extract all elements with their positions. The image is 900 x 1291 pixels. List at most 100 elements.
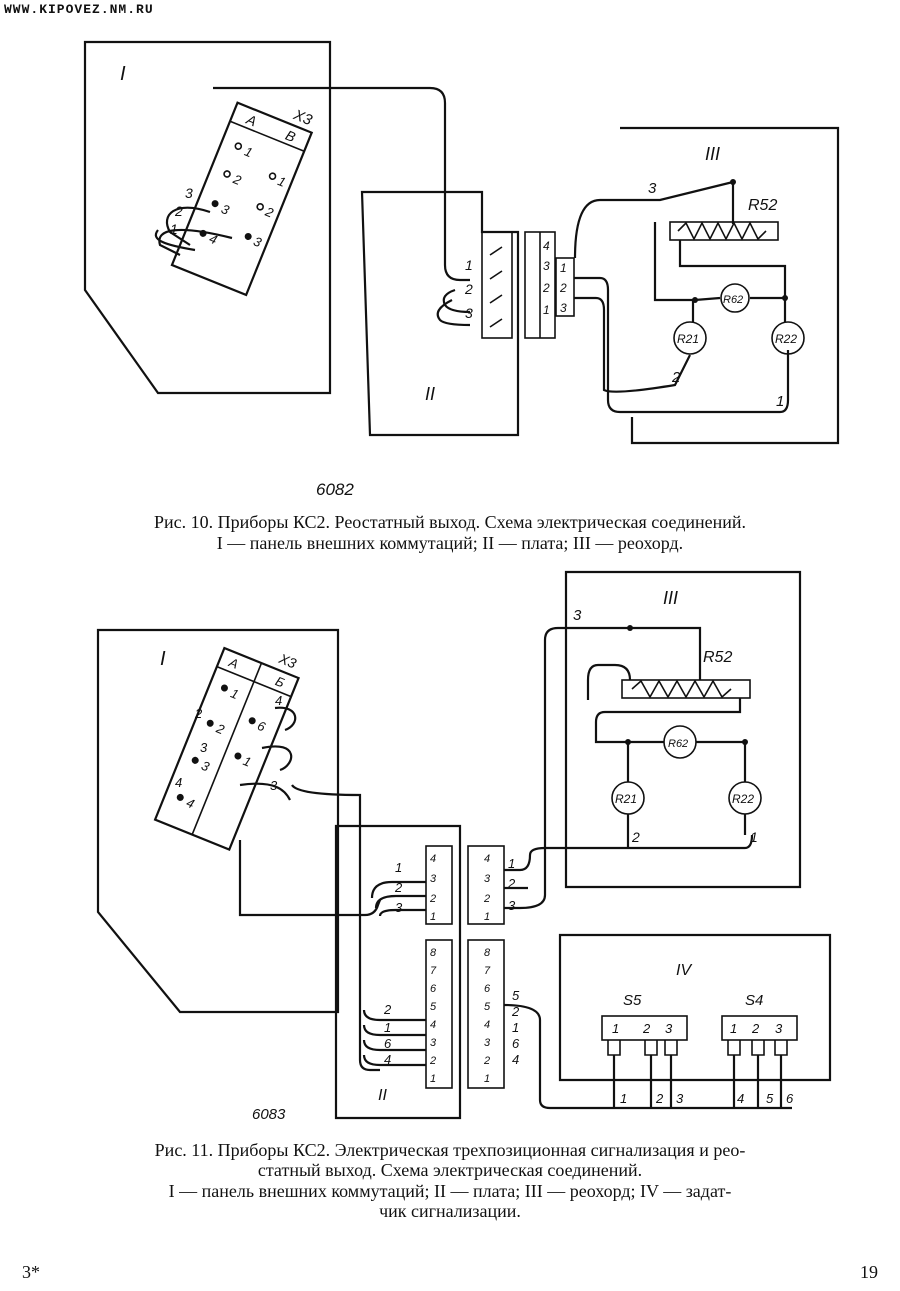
- svg-text:3: 3: [219, 201, 232, 218]
- svg-text:X3: X3: [290, 106, 315, 129]
- svg-text:2: 2: [394, 880, 403, 895]
- svg-text:7: 7: [484, 965, 491, 977]
- svg-text:3: 3: [270, 778, 278, 793]
- svg-text:5: 5: [484, 1001, 491, 1013]
- figure-11-diagram: I X3 А Б 1 2 3 4 6 1 2 3 4 4 3 II: [96, 570, 832, 1120]
- svg-text:3: 3: [484, 1037, 491, 1049]
- svg-text:5: 5: [430, 1001, 437, 1013]
- fig11-caption-line3: I — панель внешних коммутаций; II — плат…: [168, 1181, 732, 1201]
- svg-text:2: 2: [751, 1021, 760, 1036]
- fig10-connector-x3: X3 А В 1 2 3 4 1 2 3: [170, 101, 315, 297]
- fig11-setter-outline: [558, 933, 832, 1082]
- svg-text:1: 1: [430, 911, 436, 923]
- svg-text:R62: R62: [668, 738, 688, 750]
- svg-text:А: А: [226, 654, 241, 672]
- svg-text:1: 1: [395, 860, 402, 875]
- fig10-r52: [669, 221, 779, 241]
- svg-text:2: 2: [507, 876, 516, 891]
- fig11-rheochord-label: III: [663, 588, 678, 608]
- svg-text:R52: R52: [703, 649, 732, 666]
- svg-text:4: 4: [484, 853, 490, 865]
- svg-text:2: 2: [511, 1004, 520, 1019]
- svg-text:1: 1: [170, 221, 178, 237]
- svg-text:R21: R21: [677, 332, 699, 346]
- svg-text:4: 4: [512, 1052, 519, 1067]
- svg-text:4: 4: [543, 239, 550, 253]
- signature-mark: 3*: [22, 1262, 40, 1282]
- svg-text:2: 2: [464, 281, 473, 297]
- svg-text:2: 2: [230, 171, 244, 188]
- fig11-caption-line2: статный выход. Схема электрическая соеди…: [257, 1160, 643, 1180]
- page-number: 19: [860, 1262, 878, 1282]
- fig10-board-connector: [481, 231, 513, 339]
- fig11-caption-line4: чик сигнализации.: [379, 1201, 521, 1221]
- svg-text:4: 4: [175, 775, 182, 790]
- svg-text:А: А: [243, 111, 259, 130]
- svg-text:6: 6: [512, 1036, 520, 1051]
- svg-text:4: 4: [275, 693, 282, 708]
- svg-text:3: 3: [465, 305, 473, 321]
- fig11-panel-label: I: [160, 648, 166, 670]
- svg-text:3: 3: [185, 185, 193, 201]
- svg-text:2: 2: [383, 1002, 392, 1017]
- svg-text:2: 2: [213, 720, 227, 737]
- svg-text:6: 6: [430, 983, 437, 995]
- svg-text:В: В: [283, 127, 298, 145]
- svg-text:3: 3: [430, 873, 437, 885]
- svg-text:4: 4: [184, 795, 196, 812]
- svg-text:1: 1: [484, 1073, 490, 1085]
- svg-text:6: 6: [384, 1036, 392, 1051]
- svg-text:Б: Б: [273, 673, 287, 690]
- svg-text:1: 1: [508, 856, 515, 871]
- svg-text:1: 1: [384, 1020, 391, 1035]
- fig11-number: 6083: [252, 1106, 286, 1123]
- svg-text:2: 2: [483, 1055, 490, 1067]
- svg-text:3: 3: [200, 740, 208, 755]
- svg-text:1: 1: [228, 685, 240, 702]
- fig11-board-strip-top: [425, 845, 453, 925]
- svg-text:4: 4: [384, 1052, 391, 1067]
- fig10-link-wire: [213, 86, 470, 282]
- fig10-r21: [673, 321, 707, 355]
- svg-text:5: 5: [512, 988, 520, 1003]
- svg-text:6: 6: [786, 1091, 794, 1106]
- svg-text:4: 4: [430, 1019, 436, 1031]
- fig11-connector-x3: X3 А Б 1 2 3 4 6 1: [153, 646, 300, 852]
- fig11-panel-outline: [96, 628, 340, 1014]
- svg-text:3: 3: [775, 1021, 783, 1036]
- svg-text:2: 2: [429, 1055, 436, 1067]
- svg-text:3: 3: [508, 898, 516, 913]
- svg-text:3: 3: [199, 758, 212, 775]
- svg-text:4: 4: [430, 853, 436, 865]
- svg-text:4: 4: [737, 1091, 744, 1106]
- svg-text:2: 2: [559, 281, 567, 295]
- svg-text:2: 2: [174, 203, 183, 219]
- svg-text:1: 1: [276, 173, 288, 190]
- svg-text:1: 1: [730, 1021, 737, 1036]
- svg-text:6: 6: [255, 718, 268, 735]
- fig10-panel-label: I: [120, 63, 126, 85]
- svg-text:S4: S4: [745, 992, 763, 1009]
- fig11-plug-bottom: [467, 939, 505, 1089]
- svg-text:R52: R52: [748, 197, 777, 214]
- fig11-board-label: II: [378, 1087, 387, 1104]
- svg-text:1: 1: [484, 911, 490, 923]
- fig10-rheochord-label: III: [705, 144, 720, 164]
- fig10-number: 6082: [316, 480, 354, 499]
- fig10-rheochord-outline: [620, 126, 840, 445]
- svg-text:8: 8: [430, 947, 437, 959]
- svg-text:1: 1: [612, 1021, 619, 1036]
- svg-text:2: 2: [542, 281, 550, 295]
- svg-text:2: 2: [655, 1091, 664, 1106]
- svg-text:2: 2: [671, 369, 681, 386]
- svg-text:1: 1: [560, 261, 567, 275]
- svg-text:X3: X3: [276, 650, 299, 672]
- svg-text:R22: R22: [775, 332, 797, 346]
- figure-10-diagram: I X3 А В 1 2 3 4 1 2 3 3 2 1 II 1: [83, 40, 840, 445]
- svg-text:1: 1: [465, 257, 473, 273]
- fig10-r62: [720, 283, 750, 313]
- fig10-panel-outline: [83, 40, 332, 395]
- svg-text:2: 2: [194, 706, 203, 721]
- svg-text:1: 1: [620, 1091, 627, 1106]
- fig11-board-outline: [334, 824, 462, 1120]
